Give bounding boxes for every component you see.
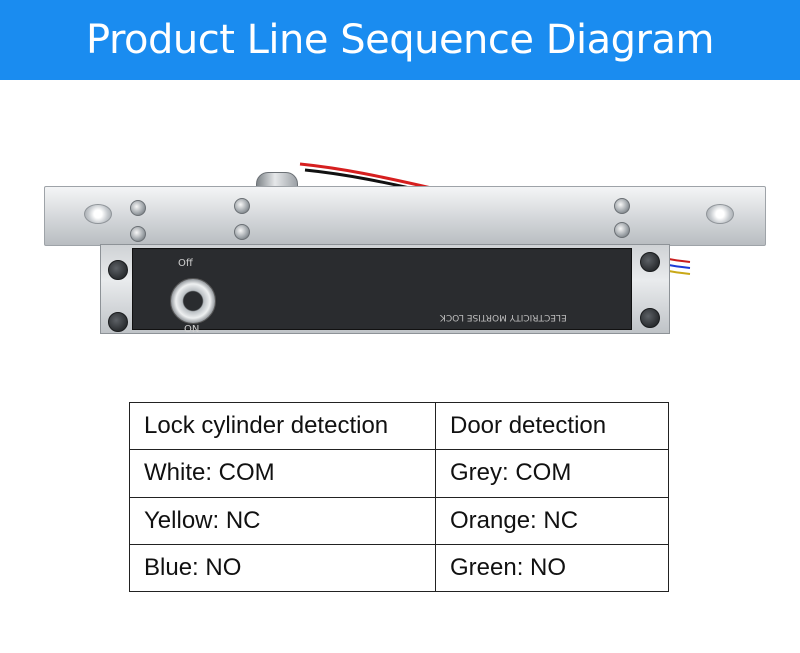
screw-icon (130, 200, 146, 216)
table-cell: Orange: NC (435, 496, 669, 545)
page-title: Product Line Sequence Diagram (86, 17, 714, 63)
table-cell: Grey: COM (435, 449, 669, 498)
title-banner: Product Line Sequence Diagram (0, 0, 800, 80)
table-cell: Green: NO (435, 543, 669, 593)
table-row: Blue: NO Green: NO (129, 543, 669, 593)
screw-icon (640, 308, 660, 328)
table-row: Yellow: NC Orange: NC (129, 496, 669, 545)
screw-icon (614, 222, 630, 238)
screw-icon (640, 252, 660, 272)
table-cell: White: COM (129, 449, 436, 498)
screw-icon (108, 260, 128, 280)
lock-label-text: ELECTRICITY MORTISE LOCK (440, 312, 567, 322)
table-row: White: COM Grey: COM (129, 449, 669, 498)
screw-icon (614, 198, 630, 214)
cylinder-on-label: ON (184, 324, 200, 335)
wiring-table: Lock cylinder detection Door detection W… (129, 401, 669, 593)
header-door-detection: Door detection (435, 401, 669, 451)
lock-cylinder-icon (170, 278, 216, 324)
table-header-row: Lock cylinder detection Door detection (129, 401, 669, 451)
screw-icon (108, 312, 128, 332)
screw-icon (234, 198, 250, 214)
cylinder-off-label: Off (178, 258, 193, 269)
screw-icon (234, 224, 250, 240)
lock-label-panel (132, 248, 632, 330)
face-plate (44, 186, 766, 246)
mounting-hole (706, 204, 734, 224)
table-cell: Blue: NO (129, 543, 436, 593)
screw-icon (130, 226, 146, 242)
electric-mortise-lock-image: Off ON ELECTRICITY MORTISE LOCK (0, 140, 800, 370)
mounting-hole (84, 204, 112, 224)
header-lock-cylinder-detection: Lock cylinder detection (129, 401, 436, 451)
table-cell: Yellow: NC (129, 496, 436, 545)
